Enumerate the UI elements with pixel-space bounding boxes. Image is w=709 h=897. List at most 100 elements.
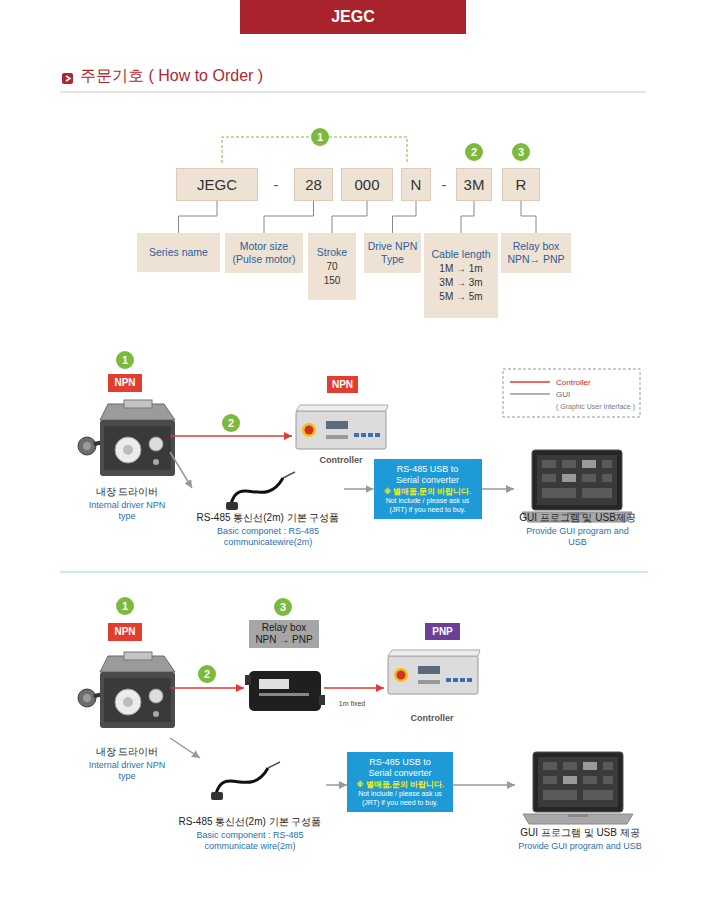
leader-line [461, 201, 474, 233]
node-text: Not include / please ask us (JRT) if you… [378, 497, 478, 514]
node-text: RS-485 통신선(2m) 기본 구성품 [179, 816, 322, 828]
relay-box-block: Relay box NPN → PNP [244, 620, 324, 720]
flow-arrow [326, 784, 347, 786]
node-text: RS-485 USB to Serial converter [388, 464, 468, 486]
node-text: 000 [354, 176, 379, 194]
node-text: JEGC [197, 176, 237, 194]
node-text: Relay box NPN→ PNP [505, 240, 567, 265]
controller-illustration [296, 405, 388, 449]
order-code-box: 000 [341, 168, 393, 201]
heading-icon [66, 76, 70, 81]
flow-arrow [170, 738, 200, 758]
node-text: Provide GUI program and USB [518, 841, 642, 852]
relay-box-illustration [245, 671, 325, 711]
node-text: 내장 드라이버 [96, 486, 159, 498]
cable-block: RS-485 통신선(2m) 기본 구성품 Basic componet : RS… [192, 468, 344, 548]
order-code-box: 28 [294, 168, 333, 201]
node-text: Cable length [432, 248, 491, 261]
type-badge: NPN [108, 623, 142, 641]
leader-line [393, 201, 417, 233]
node-text: 내장 드라이버 [96, 746, 159, 758]
legend-box [503, 369, 640, 417]
cable-block: RS-485 통신선(2m) 기본 구성품 Basic component : R… [174, 758, 326, 852]
actuator-illustration [78, 652, 175, 728]
node-text: Basic componet : RS-485 communicatewire(… [203, 526, 333, 548]
edge-label: 2 [198, 665, 216, 683]
laptop-block: GUI 프로그램 및 USB제공 Provide GUI program and … [514, 448, 641, 548]
description-box: Relay box NPN→ PNP [501, 233, 571, 273]
description-box: Stroke70150 [308, 233, 356, 300]
order-code-box: 3M [456, 168, 492, 201]
callout-number: 3 [274, 598, 292, 616]
callout-number: 3 [512, 143, 530, 161]
node-text: Internal driver NPN type [87, 760, 167, 782]
flow-arrow [170, 452, 192, 488]
leader-line [332, 201, 367, 233]
actuator-block: 내장 드라이버 Internal driver NPN type [84, 398, 170, 522]
leader-line [179, 201, 218, 233]
node-text: 3M → 3m [439, 277, 482, 289]
heading-rule [60, 92, 646, 93]
code-separator: - [274, 176, 279, 193]
node-text: NPN [114, 626, 135, 638]
laptop-block: GUI 프로그램 및 USB 제공Provide GUI program and… [515, 750, 645, 852]
edge-label: 2 [222, 414, 240, 432]
flow-arrow [324, 687, 384, 689]
flow-arrow [170, 687, 244, 689]
callout-number: 1 [116, 597, 134, 615]
callout-number: 1 [116, 351, 134, 369]
order-code-box: R [502, 168, 540, 201]
node-text: Controller [319, 455, 362, 466]
node-text: Relay box NPN → PNP [249, 620, 319, 648]
actuator-illustration [78, 400, 175, 476]
node-text: 5M → 5m [439, 291, 482, 303]
converter-box: RS-485 USB to Serial converter※ 별매품,문의 바… [374, 459, 482, 519]
callout-number: 1 [311, 128, 329, 146]
flow-arrow [170, 435, 292, 437]
converter-box: RS-485 USB to Serial converter※ 별매품,문의 바… [347, 752, 453, 812]
description-box: Cable length 1M → 1m 3M → 3m 5M → 5m [424, 233, 498, 318]
leader-line [264, 201, 314, 233]
type-badge: PNP [425, 623, 460, 640]
type-badge: NPN [108, 374, 142, 392]
node-text: GUI 프로그램 및 USB제공 [519, 512, 636, 524]
cable-illustration [226, 472, 295, 510]
node-text: Drive NPN Type [368, 240, 418, 265]
description-box: Drive NPN Type [364, 233, 421, 273]
flow-arrow [453, 784, 515, 786]
legend-box [503, 369, 640, 417]
legend-box [510, 393, 550, 395]
node-text: 70 [326, 261, 337, 273]
node-text: 1M → 1m [439, 263, 482, 275]
title-banner: JEGC [240, 0, 466, 34]
controller-illustration [388, 650, 480, 694]
edge-label: 1m fixed [338, 700, 366, 707]
order-code-box: JEGC [176, 168, 258, 201]
type-badge: NPN [327, 376, 358, 393]
node-text: 150 [324, 275, 341, 287]
legend-text: GUI [556, 390, 570, 399]
node-text: Series name [149, 246, 208, 259]
node-text: PNP [432, 626, 453, 638]
node-text: Not include / please ask us (JRT) if you… [350, 790, 450, 807]
order-code-box: N [401, 168, 431, 201]
section-separator [60, 572, 648, 573]
node-text: Internal driver NPN type [87, 500, 167, 522]
node-text: NPN [332, 379, 353, 391]
node-text: Provide GUI program and USB [516, 526, 639, 548]
controller-block: Controller [292, 402, 390, 466]
leader-line [521, 201, 536, 233]
node-text: RS-485 통신선(2m) 기본 구성품 [197, 512, 340, 524]
flow-arrow [344, 488, 374, 490]
legend-box [510, 381, 550, 383]
node-text: Controller [410, 713, 453, 724]
node-text: Basic component : RS-485 communicate wir… [180, 830, 320, 852]
heading-icon [62, 73, 73, 84]
node-text: ※ 별매품,문의 바랍니다. [356, 780, 444, 789]
cable-illustration [211, 762, 280, 800]
actuator-block: 내장 드라이버 Internal driver NPN type [84, 650, 170, 782]
node-text: JEGC [331, 7, 375, 26]
node-text: R [516, 176, 527, 194]
node-text: 28 [305, 176, 322, 194]
